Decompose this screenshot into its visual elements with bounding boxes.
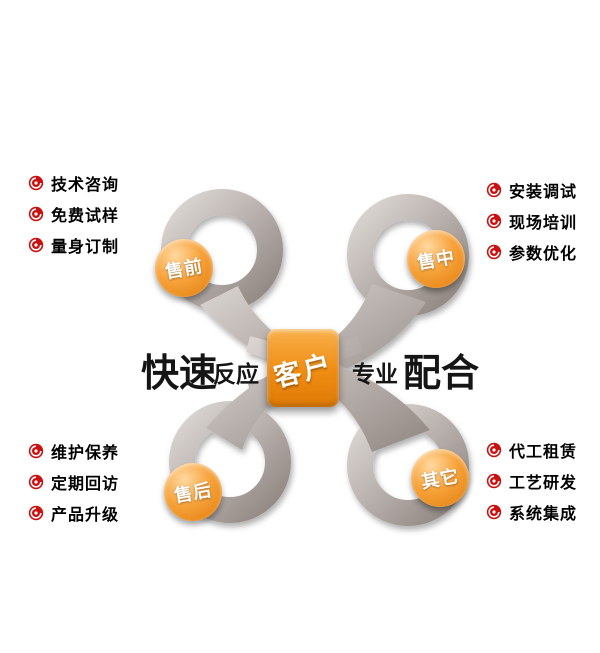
list-item-label: 工艺研发 <box>509 473 578 492</box>
list-item: 现场培训 <box>486 212 578 232</box>
slogan-fast: 快速 <box>141 350 218 395</box>
node-in-sale-label: 售中 <box>415 246 457 275</box>
list-item: 安装调试 <box>486 181 578 201</box>
target-icon <box>486 442 502 458</box>
target-icon <box>28 237 44 253</box>
list-item: 定期回访 <box>28 473 120 493</box>
node-after-sale-label: 售后 <box>172 479 214 508</box>
customer-hub-label: 客户 <box>270 348 337 394</box>
node-in-sale: 售中 <box>407 230 465 288</box>
slogan-response: 反应 <box>213 361 259 388</box>
list-item: 系统集成 <box>486 503 578 523</box>
node-pre-sale: 售前 <box>155 239 213 297</box>
node-other-label: 其它 <box>419 465 461 494</box>
list-item: 免费试样 <box>28 205 120 225</box>
target-icon <box>486 244 502 260</box>
list-item: 产品升级 <box>28 504 120 524</box>
target-icon <box>486 182 502 198</box>
list-item: 维护保养 <box>28 442 120 462</box>
slogan-professional: 专业 <box>352 361 398 388</box>
node-after-sale: 售后 <box>164 463 222 521</box>
list-item: 代工租赁 <box>486 441 578 461</box>
service-list-top-left: 技术咨询 免费试样 量身订制 <box>28 174 120 256</box>
list-item: 量身订制 <box>28 236 120 256</box>
list-item-label: 安装调试 <box>509 182 578 201</box>
list-item-label: 代工租赁 <box>509 442 578 461</box>
list-item-label: 系统集成 <box>509 504 578 523</box>
list-item-label: 免费试样 <box>51 206 120 225</box>
list-item: 技术咨询 <box>28 174 120 194</box>
customer-hub: 客户 <box>267 329 339 407</box>
list-item-label: 产品升级 <box>51 505 120 524</box>
list-item-label: 定期回访 <box>51 474 120 493</box>
target-icon <box>28 505 44 521</box>
service-list-bottom-right: 代工租赁 工艺研发 系统集成 <box>486 441 578 523</box>
list-item: 工艺研发 <box>486 472 578 492</box>
target-icon <box>28 474 44 490</box>
service-list-top-right: 安装调试 现场培训 参数优化 <box>486 181 578 263</box>
list-item-label: 参数优化 <box>509 244 578 263</box>
target-icon <box>486 504 502 520</box>
list-item: 参数优化 <box>486 243 578 263</box>
slogan-cooperate: 配合 <box>403 350 480 395</box>
node-pre-sale-label: 售前 <box>163 255 205 284</box>
target-icon <box>28 175 44 191</box>
service-list-bottom-left: 维护保养 定期回访 产品升级 <box>28 442 120 524</box>
list-item-label: 维护保养 <box>51 443 120 462</box>
node-other: 其它 <box>411 449 469 507</box>
list-item-label: 现场培训 <box>509 213 578 232</box>
list-item-label: 技术咨询 <box>51 175 120 194</box>
target-icon <box>28 443 44 459</box>
target-icon <box>28 206 44 222</box>
list-item-label: 量身订制 <box>51 237 120 256</box>
target-icon <box>486 473 502 489</box>
target-icon <box>486 213 502 229</box>
